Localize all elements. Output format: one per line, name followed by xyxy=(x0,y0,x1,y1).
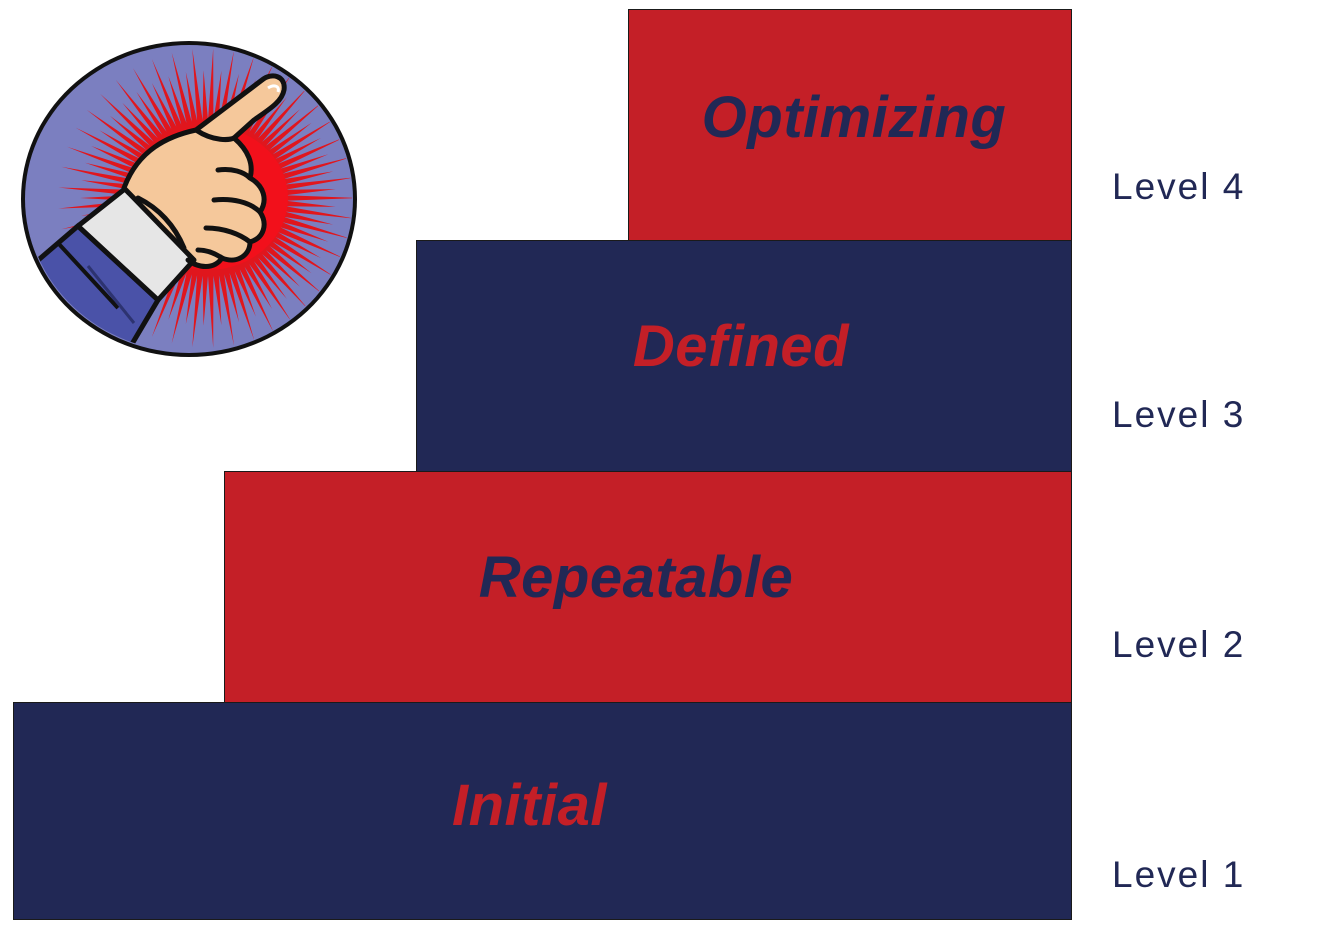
level-1-label: Level 1 xyxy=(1112,854,1246,895)
level-3-step: Defined xyxy=(416,240,1072,473)
initial-label: Initial xyxy=(452,772,607,838)
level-1-step: Initial xyxy=(13,702,1072,920)
pointing-hand-icon xyxy=(21,41,357,357)
level-3-label: Level 3 xyxy=(1112,394,1246,435)
level-2-step: Repeatable xyxy=(224,471,1072,704)
level-4-step: Optimizing xyxy=(628,9,1072,242)
level-4-label: Level 4 xyxy=(1112,166,1246,207)
optimizing-label: Optimizing xyxy=(701,85,1007,150)
defined-label: Defined xyxy=(632,314,850,379)
level-2-label: Level 2 xyxy=(1112,624,1246,665)
repeatable-label: Repeatable xyxy=(478,545,794,610)
